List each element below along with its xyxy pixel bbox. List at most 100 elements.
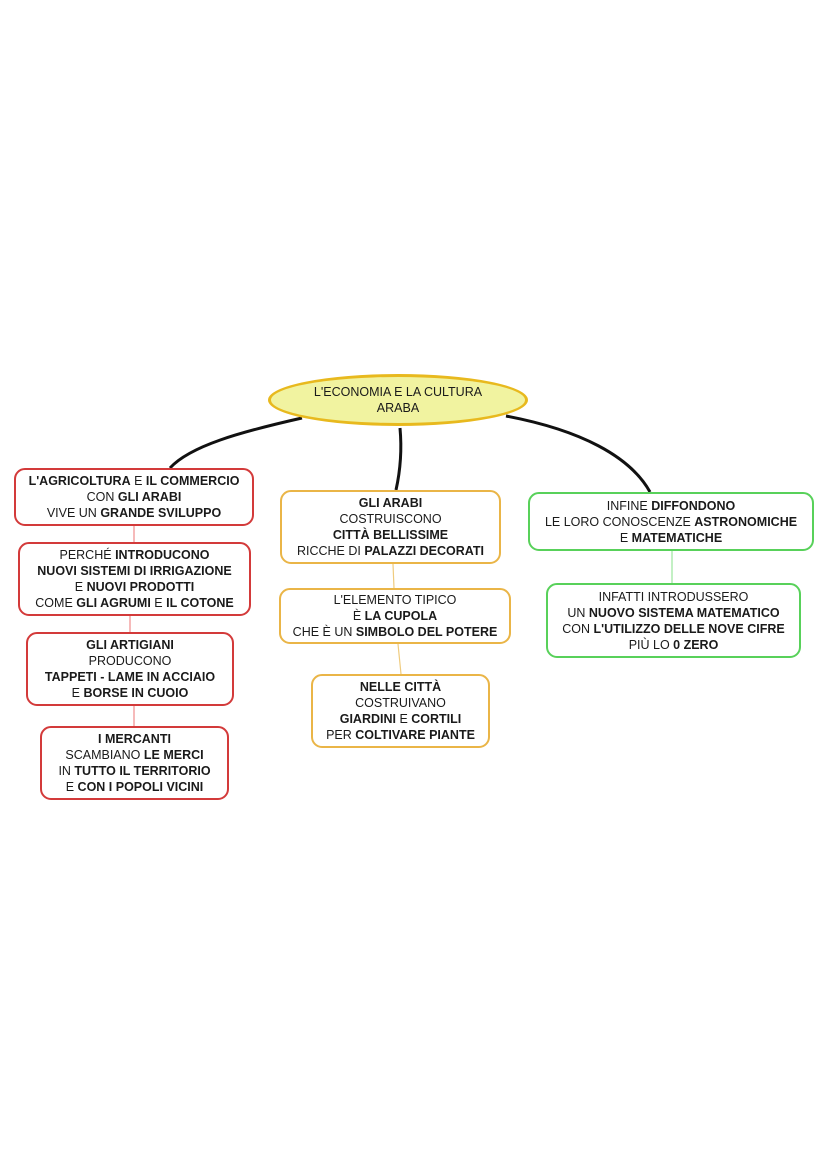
plain-text: CHE È UN: [292, 625, 356, 639]
plain-text: LE LORO CONOSCENZE: [544, 514, 695, 529]
plain-text: INFINE: [606, 498, 652, 513]
node-text-line: GLI ARTIGIANI: [86, 637, 174, 653]
bold-text: MATEMATICHE: [631, 530, 723, 545]
plain-text: INFATTI INTRODUSSERO: [598, 589, 749, 604]
node-text-line: RICCHE DI PALAZZI DECORATI: [297, 543, 484, 559]
node-text-line: L'ELEMENTO TIPICO: [334, 592, 457, 608]
bold-text: DIFFONDONO: [651, 498, 736, 513]
bold-text: GRANDE SVILUPPO: [100, 506, 222, 520]
plain-text: COME: [35, 596, 77, 610]
bold-text: L'UTILIZZO DELLE NOVE CIFRE: [593, 621, 785, 636]
node-text-line: È LA CUPOLA: [353, 608, 437, 624]
plain-text: È: [352, 609, 365, 623]
node-text-line: E MATEMATICHE: [620, 530, 722, 546]
node-text-line: VIVE UN GRANDE SVILUPPO: [47, 505, 221, 521]
bold-text: INTRODUCONO: [115, 548, 210, 562]
plain-text: E: [71, 686, 84, 700]
node-text-line: I MERCANTI: [98, 731, 171, 747]
node-text-line: TAPPETI - LAME IN ACCIAIO: [45, 669, 215, 685]
node-text-line: NELLE CITTÀ: [360, 679, 441, 695]
bold-text: NELLE CITTÀ: [359, 680, 442, 694]
node-text-line: NUOVI SISTEMI DI IRRIGAZIONE: [37, 563, 231, 579]
node-text-line: PRODUCONO: [89, 653, 172, 669]
node-text-line: E BORSE IN CUOIO: [72, 685, 189, 701]
node-text-line: LE LORO CONOSCENZE ASTRONOMICHE: [545, 514, 797, 530]
connector-root-left: [168, 416, 303, 470]
bold-text: GLI ARTIGIANI: [86, 638, 174, 652]
plain-text: E: [619, 530, 632, 545]
node-text-line: COME GLI AGRUMI E IL COTONE: [35, 595, 233, 611]
bold-text: CITTÀ BELLISSIME: [332, 528, 449, 542]
plain-text: CON: [86, 490, 118, 504]
connector-middle-1-2: [392, 563, 395, 589]
plain-text: E: [74, 580, 87, 594]
plain-text: L'ELEMENTO TIPICO: [333, 593, 457, 607]
plain-text: UN: [567, 605, 589, 620]
plain-text: PER: [326, 728, 356, 742]
bold-text: GLI ARABI: [117, 490, 182, 504]
node-text-line: COSTRUISCONO: [339, 511, 441, 527]
node-text-line: COSTRUIVANO: [355, 695, 446, 711]
plain-text: ARABA: [376, 401, 420, 415]
plain-text: PIÙ LO: [628, 637, 674, 652]
bold-text: NUOVO SISTEMA MATEMATICO: [588, 605, 780, 620]
connector-middle-2-3: [397, 643, 402, 675]
plain-text: IN: [58, 764, 75, 778]
plain-text: E: [150, 596, 167, 610]
plain-text: L'ECONOMIA E LA CULTURA: [313, 385, 483, 399]
node-text-line: E CON I POPOLI VICINI: [66, 779, 204, 795]
plain-text: RICCHE DI: [296, 544, 365, 558]
bold-text: I MERCANTI: [98, 732, 171, 746]
bold-text: LA CUPOLA: [364, 609, 438, 623]
plain-text: E: [130, 474, 146, 488]
bold-text: COLTIVARE PIANTE: [355, 728, 475, 742]
node-text-line: INFINE DIFFONDONO: [607, 498, 735, 514]
bold-text: IL COTONE: [166, 596, 234, 610]
node-text-line: L'AGRICOLTURA E IL COMMERCIO: [29, 473, 240, 489]
node-text-line: INFATTI INTRODUSSERO: [599, 589, 749, 605]
node-text-line: PERCHÉ INTRODUCONO: [59, 547, 209, 563]
bold-text: L'AGRICOLTURA: [28, 474, 131, 488]
bold-text: TUTTO IL TERRITORIO: [74, 764, 211, 778]
bold-text: GIARDINI: [339, 712, 396, 726]
bold-text: BORSE IN CUOIO: [83, 686, 189, 700]
node-text-line: GLI ARABI: [359, 495, 422, 511]
plain-text: VIVE UN: [46, 506, 101, 520]
bold-text: SIMBOLO DEL POTERE: [355, 625, 498, 639]
plain-text: SCAMBIANO: [65, 748, 144, 762]
bold-text: LE MERCI: [143, 748, 204, 762]
root-node: L'ECONOMIA E LA CULTURA ARABA: [268, 374, 528, 426]
plain-text: COSTRUIVANO: [355, 696, 446, 710]
bold-text: PALAZZI DECORATI: [364, 544, 485, 558]
node-text-line: GIARDINI E CORTILI: [340, 711, 462, 727]
bold-text: GLI ARABI: [358, 496, 423, 510]
connector-root-middle: [394, 427, 403, 491]
node-text-line: PER COLTIVARE PIANTE: [326, 727, 475, 743]
plain-text: E: [65, 780, 78, 794]
bold-text: CORTILI: [411, 712, 462, 726]
node-text-line: CHE È UN SIMBOLO DEL POTERE: [293, 624, 498, 640]
plain-text: E: [395, 712, 412, 726]
bold-text: IL COMMERCIO: [145, 474, 240, 488]
plain-text: PRODUCONO: [88, 654, 172, 668]
connector-root-right: [505, 414, 652, 493]
node-text-line: ARABA: [377, 400, 419, 416]
node-sistema-matematico: INFATTI INTRODUSSERO UN NUOVO SISTEMA MAT…: [546, 583, 801, 658]
plain-text: CON: [562, 621, 594, 636]
node-text-line: PIÙ LO 0 ZERO: [629, 637, 719, 653]
node-text-line: CON GLI ARABI: [87, 489, 182, 505]
node-text-line: E NUOVI PRODOTTI: [75, 579, 194, 595]
node-text-line: IN TUTTO IL TERRITORIO: [58, 763, 210, 779]
bold-text: 0 ZERO: [673, 637, 719, 652]
node-text-line: SCAMBIANO LE MERCI: [65, 747, 203, 763]
bold-text: NUOVI PRODOTTI: [86, 580, 195, 594]
node-text-line: L'ECONOMIA E LA CULTURA: [314, 384, 482, 400]
